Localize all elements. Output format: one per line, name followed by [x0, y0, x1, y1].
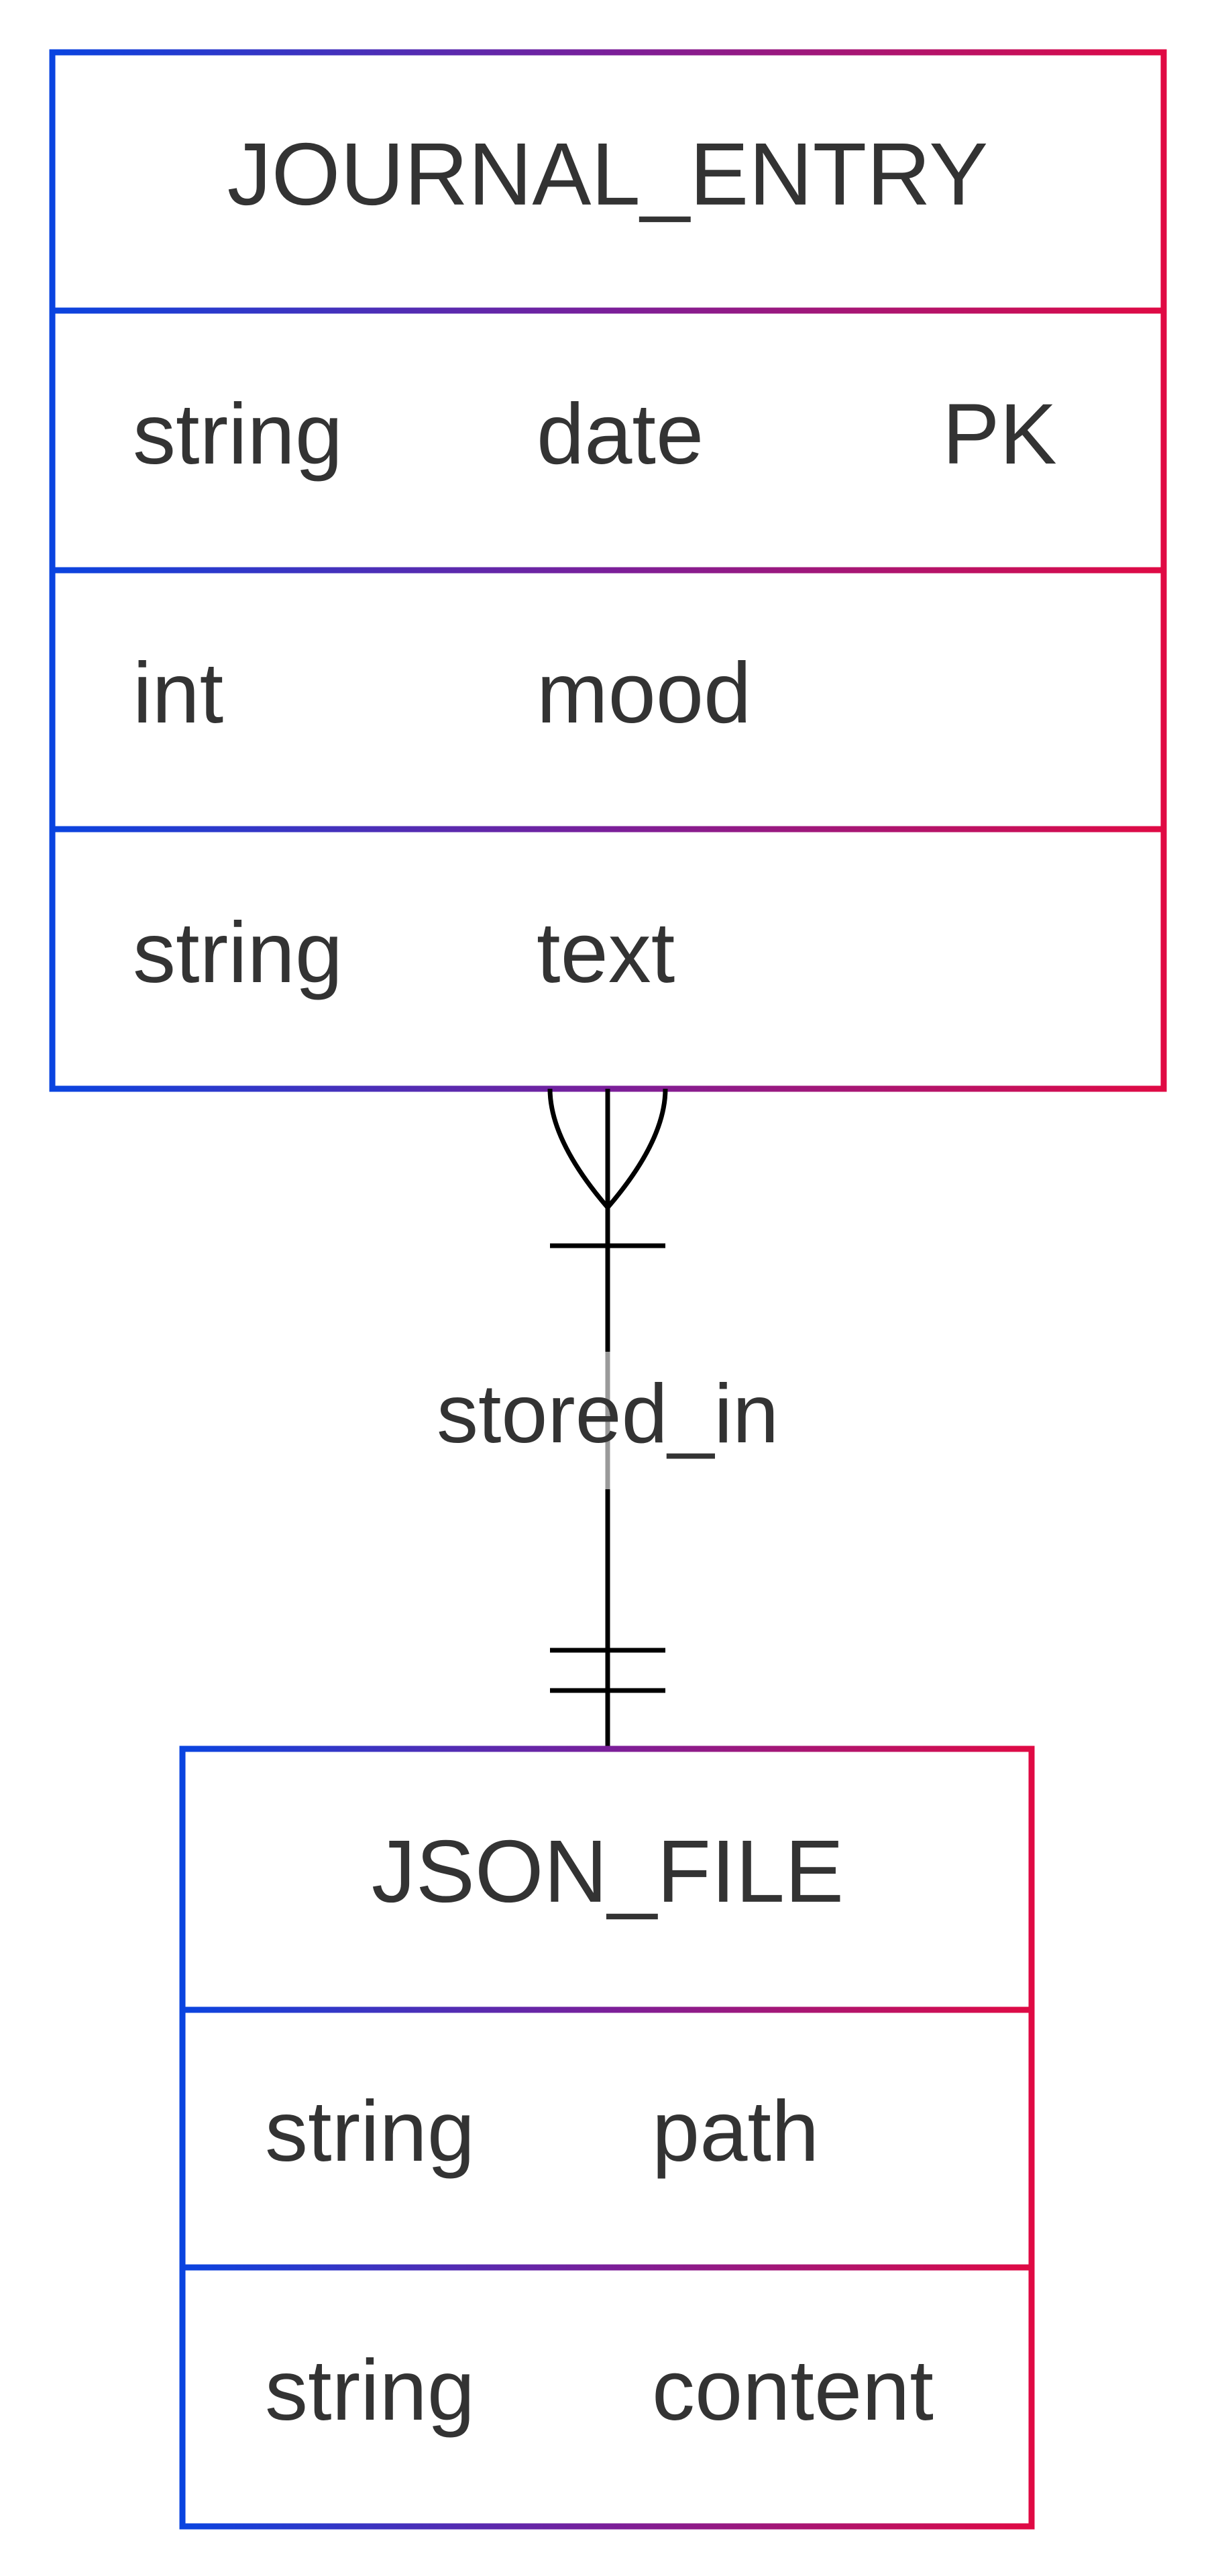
relationship-stored-in: stored_in — [437, 1088, 779, 1749]
crows-foot-marker — [547, 1088, 610, 1210]
attribute-name: path — [652, 2084, 819, 2180]
attribute-type: string — [133, 386, 343, 482]
attribute-type: string — [133, 905, 343, 1001]
attribute-name: mood — [537, 645, 751, 741]
crows-foot-marker — [606, 1088, 668, 1210]
attribute-name: date — [537, 386, 704, 482]
entity-journal-entry: JOURNAL_ENTRY string date PK int mood st… — [49, 49, 1167, 1092]
attribute-type: string — [265, 2084, 475, 2180]
attribute-type: int — [133, 645, 223, 741]
attribute-name: text — [537, 905, 675, 1001]
attribute-key: PK — [942, 386, 1057, 482]
entity-json-file: JSON_FILE string path string content — [179, 1746, 1035, 2530]
entity-title: JSON_FILE — [372, 1822, 844, 1921]
relationship-label: stored_in — [437, 1368, 779, 1460]
entity-json-file-border — [179, 1746, 1035, 2530]
attribute-name: content — [652, 2343, 934, 2438]
entity-title: JOURNAL_ENTRY — [227, 125, 989, 223]
attribute-type: string — [265, 2343, 475, 2438]
